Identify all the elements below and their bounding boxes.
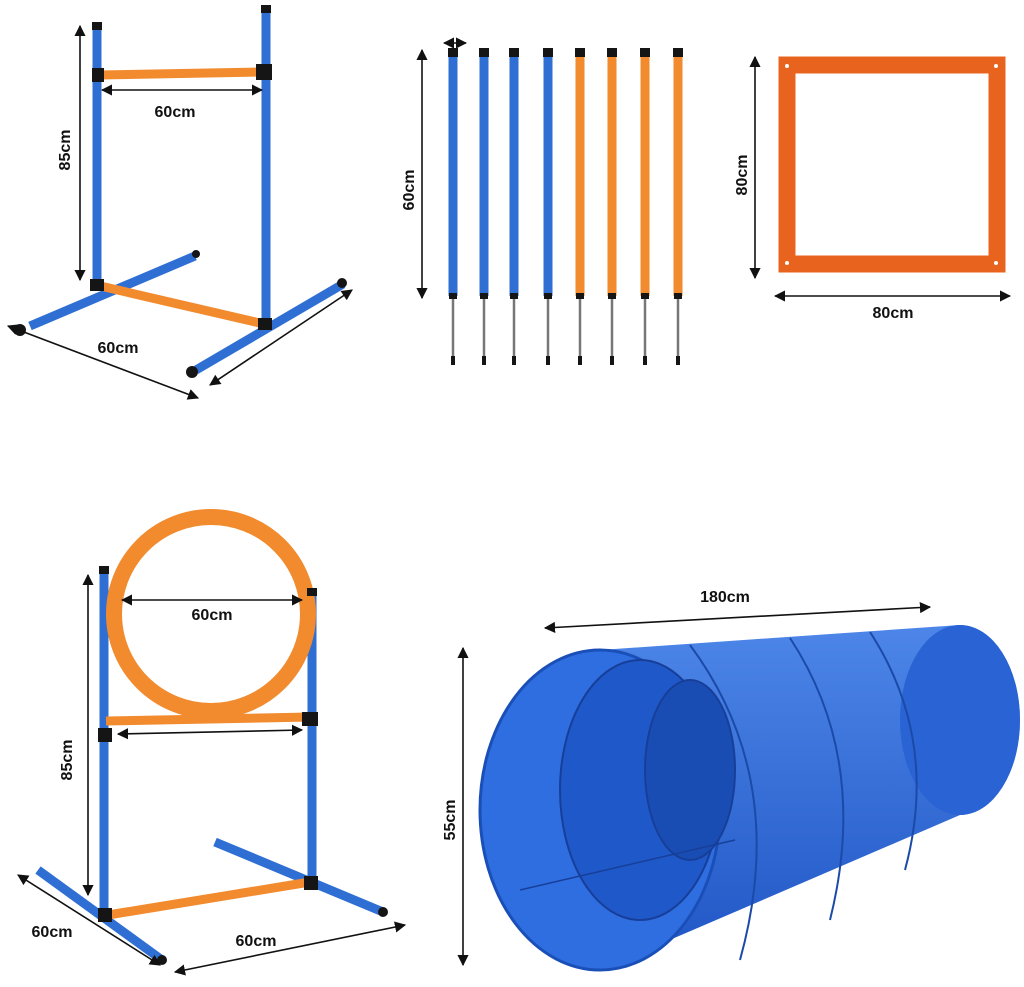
hurdle-height-label: 85cm — [57, 130, 74, 171]
square-width-label: 80cm — [873, 305, 914, 322]
tire-jump: 60cm 85cm 60cm 60cm — [17, 509, 407, 976]
hurdle-base-depth-label: 60cm — [98, 340, 139, 357]
weave-pole — [575, 48, 585, 365]
tire-height-label: 85cm — [59, 740, 76, 781]
tunnel: 180cm 55cm — [442, 589, 1020, 972]
weave-poles-height-label: 60cm — [401, 170, 418, 211]
weave-pole — [509, 48, 519, 365]
weave-pole — [448, 48, 458, 365]
tunnel-length-label: 180cm — [700, 589, 750, 606]
hurdle-jump: 85cm 60cm 60cm — [6, 5, 353, 400]
weave-poles — [448, 48, 683, 365]
tire-base-width-label: 60cm — [236, 933, 277, 950]
tire-ring-diameter-label: 60cm — [192, 607, 233, 624]
weave-pole — [607, 48, 617, 365]
hurdle-bar-width-label: 60cm — [155, 104, 196, 121]
tire-base-depth-label: 60cm — [32, 924, 73, 941]
weave-pole — [640, 48, 650, 365]
hurdle-crossbar — [99, 67, 263, 80]
weave-pole — [673, 48, 683, 365]
weave-pole — [479, 48, 489, 365]
tire-ring — [106, 509, 316, 719]
square-frame: 80cm 80cm — [734, 55, 1012, 322]
square-height-label: 80cm — [734, 155, 751, 196]
hurdle-base-bar — [94, 280, 266, 329]
weave-pole — [543, 48, 553, 365]
tunnel-diameter-label: 55cm — [442, 800, 459, 841]
